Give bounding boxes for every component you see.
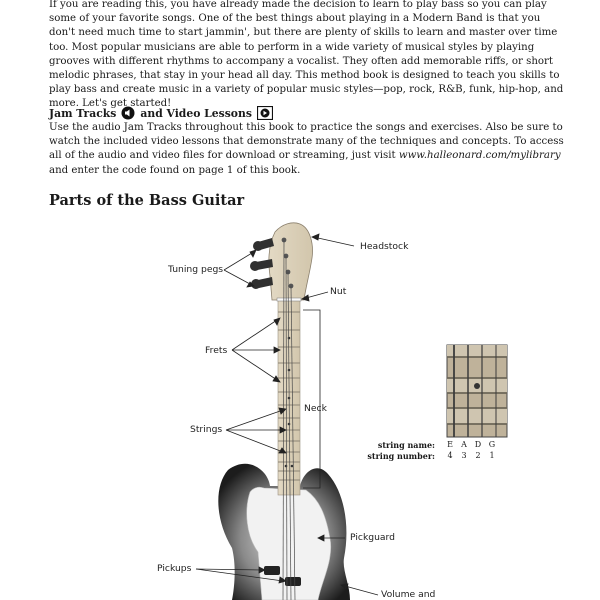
jam-body-text-end: and enter the code found on page 1 of th… <box>49 164 301 176</box>
nut-label: Nut <box>330 286 347 297</box>
jam-tracks-body: Use the audio Jam Tracks throughout this… <box>49 121 569 178</box>
fretboard-closeup <box>446 344 508 438</box>
intro-paragraph: If you are reading this, you have alread… <box>49 0 564 110</box>
library-url[interactable]: www.halleonard.com/mylibrary <box>398 150 561 162</box>
tuning-pegs-label: Tuning pegs <box>168 264 224 275</box>
headstock-shape <box>268 222 313 301</box>
section-title: Parts of the Bass Guitar <box>49 192 245 209</box>
volume-label: Volume and <box>381 589 436 600</box>
jam-tracks-heading-text: Jam Tracks <box>49 106 117 120</box>
neck-label: Neck <box>304 403 327 414</box>
string-number-label: string number: <box>367 451 435 461</box>
speaker-icon[interactable] <box>121 106 135 120</box>
video-icon[interactable] <box>256 106 273 120</box>
pickups-label: Pickups <box>157 563 192 574</box>
string-number-value: 3 <box>461 451 467 460</box>
strings-lines <box>282 239 296 600</box>
nut-shape <box>276 297 302 302</box>
pickup-2 <box>285 577 301 586</box>
string-name-value: E <box>447 440 453 449</box>
frets-label: Frets <box>205 345 228 356</box>
string-number-value: 2 <box>475 451 481 460</box>
headstock-label: Headstock <box>360 241 409 252</box>
string-number-value: 4 <box>447 451 453 460</box>
string-name-value: D <box>474 440 482 449</box>
string-name-label: string name: <box>377 440 435 450</box>
string-number-value: 1 <box>489 451 495 460</box>
pickguard-label: Pickguard <box>350 532 395 543</box>
strings-label: Strings <box>190 424 223 435</box>
string-name-value: G <box>488 440 496 449</box>
jam-body-text: Use the audio Jam Tracks throughout this… <box>49 122 564 162</box>
pickup-1 <box>264 566 280 575</box>
string-name-value: A <box>461 440 467 449</box>
jam-tracks-heading: Jam Tracks and Video Lessons <box>49 106 278 120</box>
tuning-pegs <box>250 238 274 289</box>
video-lessons-heading-text: and Video Lessons <box>140 106 252 120</box>
